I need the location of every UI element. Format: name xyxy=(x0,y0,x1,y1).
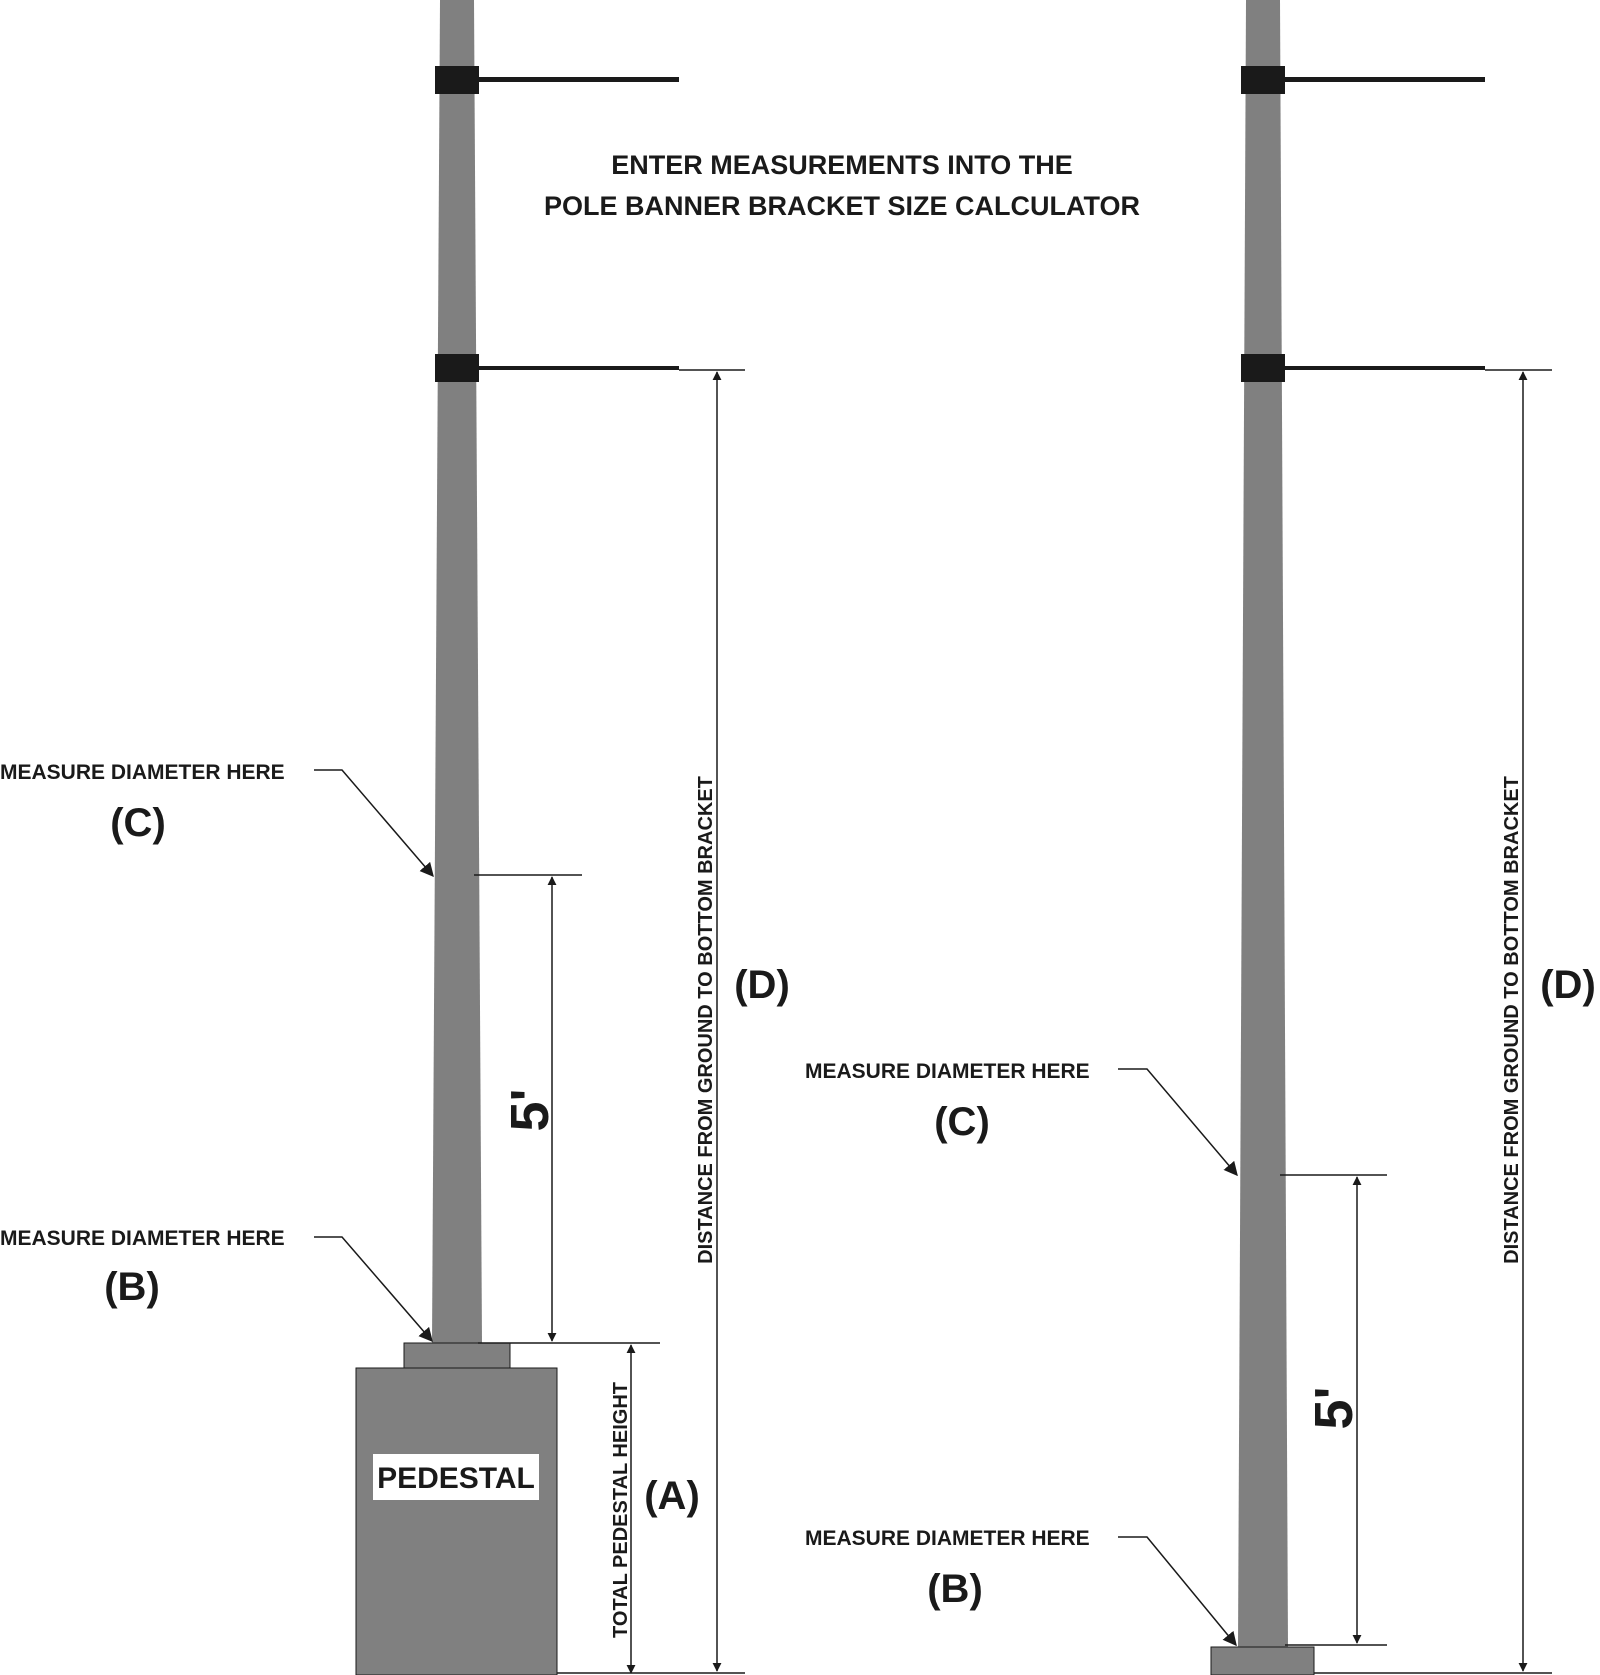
right-lower-bracket xyxy=(1241,354,1485,382)
right-pole-assembly xyxy=(1210,0,1485,1675)
right-d-letter: (D) xyxy=(1540,963,1596,1007)
right-b-letter: (B) xyxy=(927,1567,983,1611)
right-five-ft-label: 5' xyxy=(1304,1387,1364,1430)
left-d-text: DISTANCE FROM GROUND TO BOTTOM BRACKET xyxy=(695,776,717,1264)
pedestal xyxy=(355,1367,558,1675)
right-measure-c-label: MEASURE DIAMETER HERE xyxy=(805,1060,1090,1083)
left-upper-bracket xyxy=(435,66,679,94)
title-line-1: ENTER MEASUREMENTS INTO THE xyxy=(611,150,1073,180)
pedestal-label: PEDESTAL xyxy=(377,1462,535,1495)
right-pointer-c xyxy=(1118,1068,1238,1177)
left-measure-c-label: MEASURE DIAMETER HERE xyxy=(0,761,285,784)
right-pointer-b xyxy=(1118,1536,1237,1647)
left-b-letter: (B) xyxy=(104,1265,160,1309)
left-measure-b-label: MEASURE DIAMETER HERE xyxy=(0,1227,285,1250)
left-lower-bracket xyxy=(435,354,679,382)
left-five-ft-label: 5' xyxy=(500,1089,560,1132)
left-pointer-b xyxy=(314,1236,433,1343)
right-pole-base xyxy=(1210,1646,1315,1675)
title-line-2: POLE BANNER BRACKET SIZE CALCULATOR xyxy=(544,191,1140,221)
left-c-letter: (C) xyxy=(110,801,166,845)
pedestal-label-box xyxy=(373,1454,539,1500)
left-a-text: TOTAL PEDESTAL HEIGHT xyxy=(610,1382,632,1638)
left-pointer-c xyxy=(314,769,434,878)
left-pole xyxy=(432,0,482,1343)
right-upper-bracket xyxy=(1241,66,1485,94)
right-pole xyxy=(1238,0,1288,1647)
right-d-text: DISTANCE FROM GROUND TO BOTTOM BRACKET xyxy=(1501,776,1523,1264)
left-pole-assembly: PEDESTAL xyxy=(355,0,679,1675)
pedestal-cap xyxy=(403,1342,511,1369)
left-a-letter: (A) xyxy=(644,1474,700,1518)
left-d-letter: (D) xyxy=(734,963,790,1007)
right-measure-b-label: MEASURE DIAMETER HERE xyxy=(805,1527,1090,1550)
right-c-letter: (C) xyxy=(934,1100,990,1144)
